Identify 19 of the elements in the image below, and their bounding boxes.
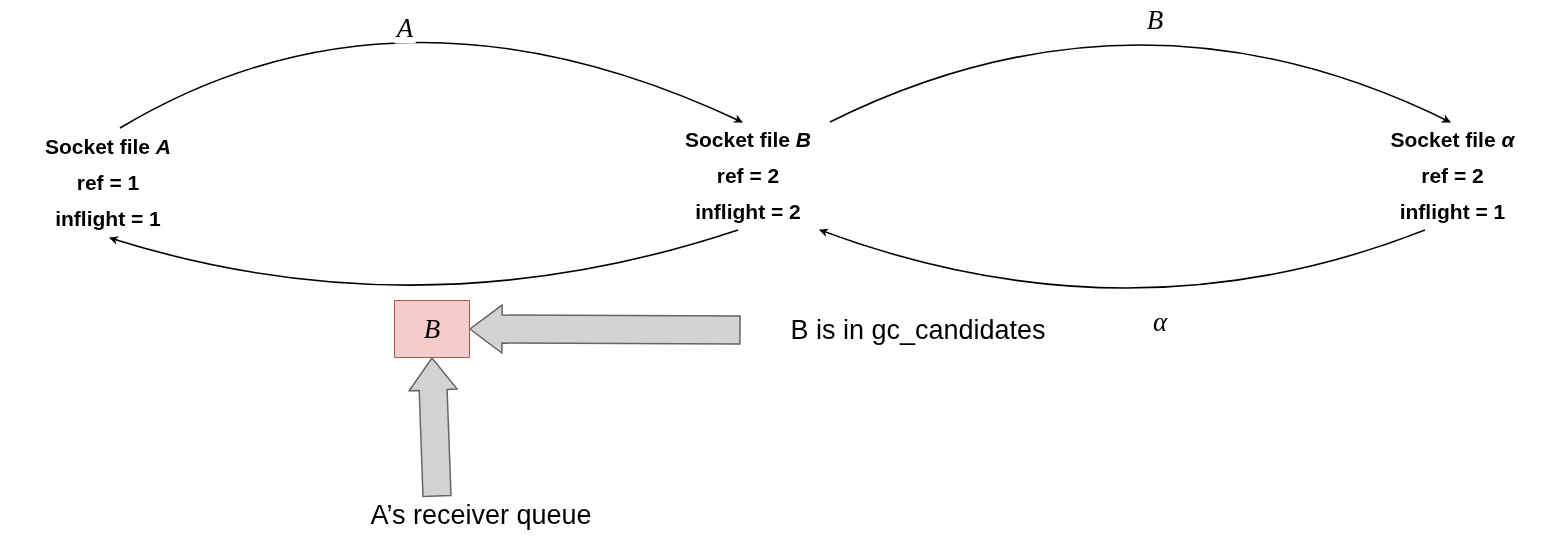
block-arrow (407, 356, 459, 498)
box-label: B (423, 313, 441, 345)
node-value: inflight = 2 (695, 199, 801, 225)
note-text: B is in gc_candidates (740, 310, 1096, 350)
node-title: Socket file A (44, 134, 172, 160)
block-arrow (468, 303, 741, 355)
node-title: Socket file B (684, 127, 812, 153)
arrow (109, 229, 739, 286)
note-text: A’s receiver queue (325, 496, 637, 534)
node-title: Socket file α (1390, 127, 1515, 153)
node-value: inflight = 1 (55, 206, 161, 232)
node-value: inflight = 1 (1399, 199, 1506, 225)
node-value: ref = 2 (1421, 163, 1484, 189)
node-value: ref = 1 (76, 170, 140, 196)
arrow (819, 228, 1426, 289)
node-value: ref = 2 (716, 163, 780, 189)
arrow (119, 41, 743, 129)
queue-item-box (394, 300, 470, 358)
arrow (829, 44, 1451, 123)
